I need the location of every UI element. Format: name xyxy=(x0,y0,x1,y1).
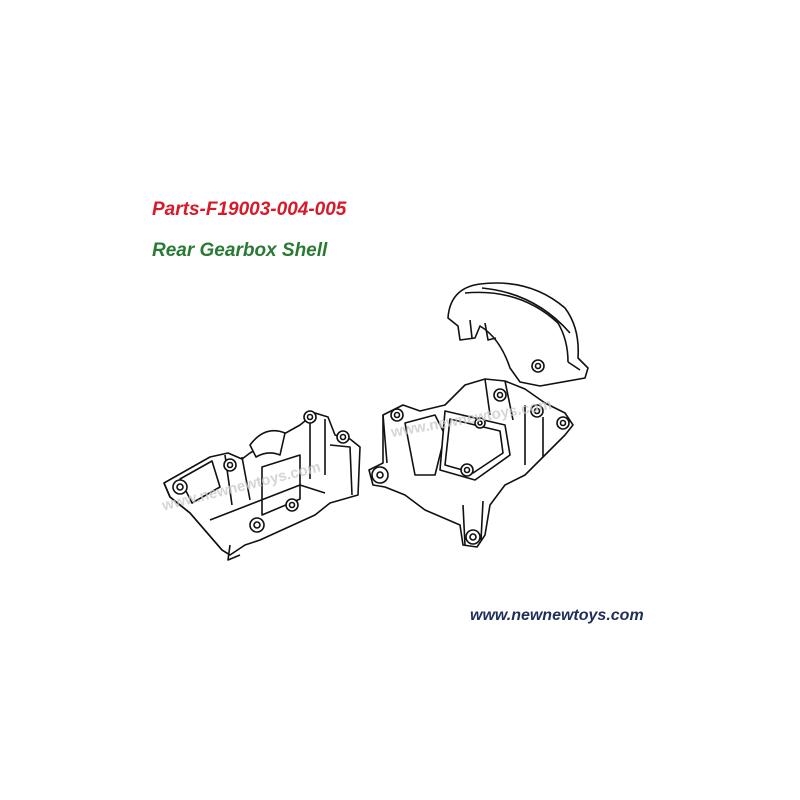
website-url: www.newnewtoys.com xyxy=(470,607,644,624)
part-number-label: Parts-F19003-004-005 xyxy=(152,199,347,220)
left-gearbox-half-image xyxy=(163,410,361,561)
right-gearbox-half-image xyxy=(368,378,574,548)
gearbox-cover-image xyxy=(447,282,589,387)
part-name-label: Rear Gearbox Shell xyxy=(152,240,328,261)
